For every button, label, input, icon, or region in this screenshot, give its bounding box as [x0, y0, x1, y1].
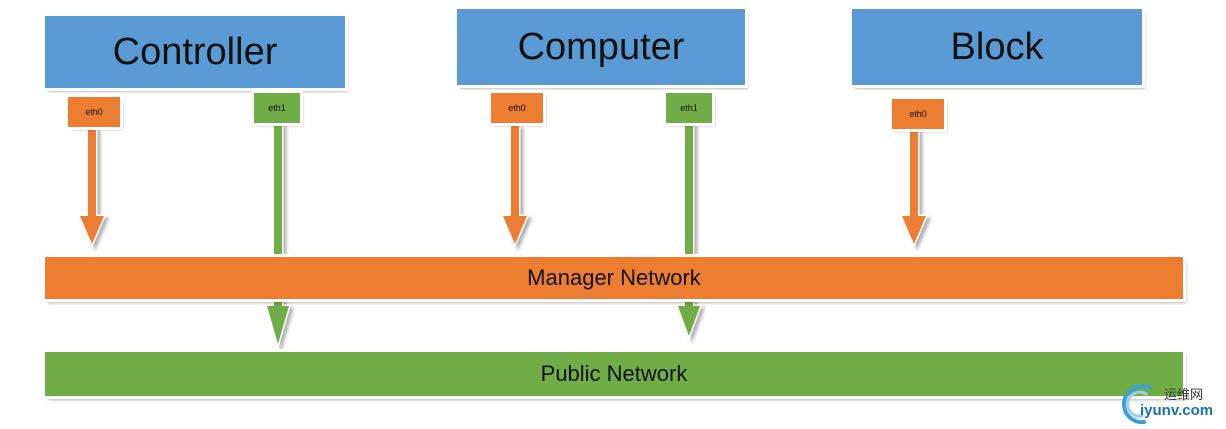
port-computer-eth0: eth0: [488, 90, 546, 126]
arrow-controller-eth1: [265, 122, 291, 350]
port-controller-eth1: eth1: [251, 90, 303, 126]
watermark-en-text: iyunv.com: [1140, 402, 1214, 419]
port-block-eth0-label: eth0: [909, 109, 927, 119]
watermark-cn-text: 运维网: [1164, 388, 1204, 403]
arrow-controller-eth0: [77, 126, 107, 248]
port-controller-eth0-label: eth0: [85, 107, 103, 117]
arrow-block-eth0: [899, 128, 929, 248]
node-computer-label: Computer: [517, 25, 685, 68]
watermark: 运维网 iyunv.com: [1120, 380, 1220, 426]
port-controller-eth0: eth0: [65, 94, 123, 130]
port-computer-eth0-label: eth0: [508, 103, 526, 113]
port-computer-eth1: eth1: [663, 90, 715, 126]
node-block: Block: [849, 6, 1145, 88]
node-computer: Computer: [454, 6, 748, 88]
arrow-computer-eth1: [675, 122, 703, 341]
port-block-eth0: eth0: [889, 96, 947, 132]
manager-network-label: Manager Network: [527, 265, 701, 290]
port-computer-eth1-label: eth1: [680, 103, 698, 113]
node-controller: Controller: [42, 13, 348, 91]
public-network-bar: Public Network: [42, 349, 1186, 399]
node-controller-label: Controller: [112, 30, 278, 73]
node-block-label: Block: [950, 25, 1044, 68]
manager-network-bar: Manager Network: [42, 254, 1186, 302]
arrow-computer-eth0: [500, 124, 530, 248]
watermark-logo-icon: [1122, 384, 1152, 425]
public-network-label: Public Network: [540, 361, 688, 386]
port-controller-eth1-label: eth1: [268, 103, 286, 113]
